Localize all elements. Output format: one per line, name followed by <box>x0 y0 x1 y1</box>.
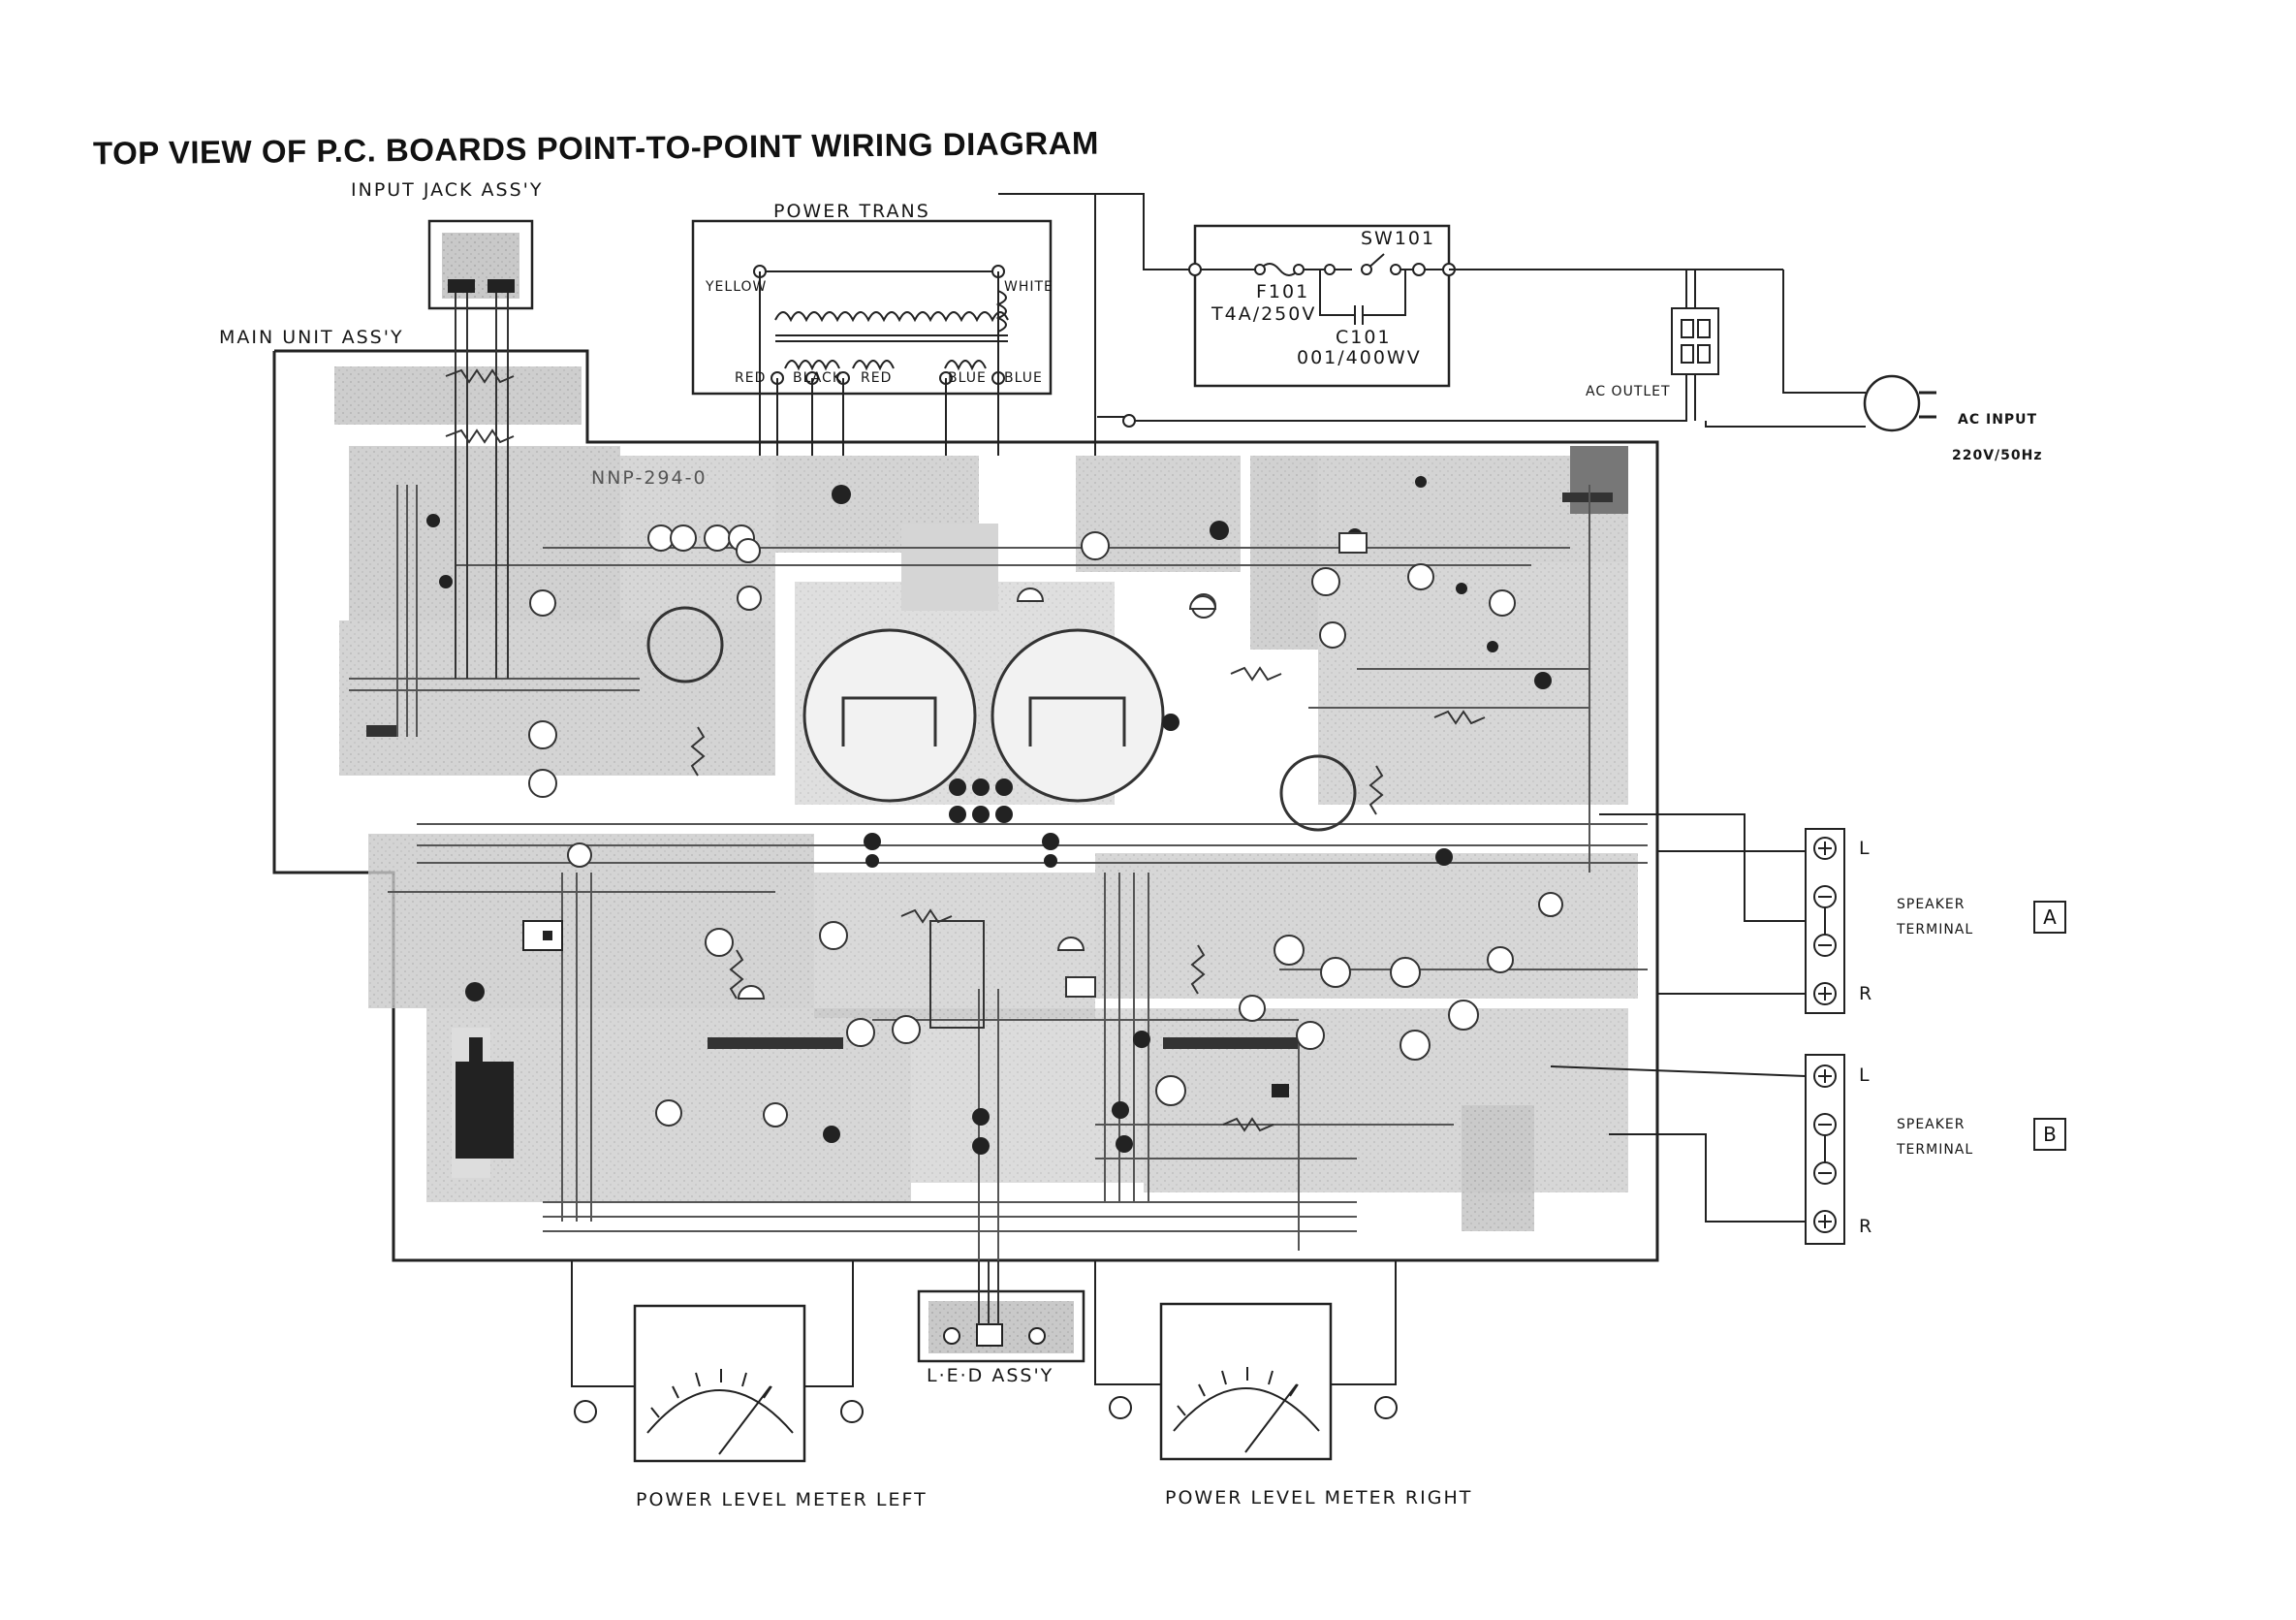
power-level-meter-right <box>1094 1260 1398 1461</box>
ac-outlet <box>1671 270 1719 421</box>
wire-yellow-label: YELLOW <box>706 279 768 295</box>
wire-white-label: WHITE <box>1004 279 1054 295</box>
speaker-terminal-a <box>1599 813 1845 1014</box>
board-id-label: NNP-294-0 <box>591 467 708 489</box>
fuse-rating-label: T4A/250V <box>1211 303 1317 325</box>
speaker-b-letter: B <box>2033 1118 2066 1151</box>
input-jack-label: INPUT JACK ASS'Y <box>351 179 544 201</box>
speaker-b-l-label: L <box>1859 1064 1871 1086</box>
speaker-b-r-label: R <box>1859 1216 1874 1237</box>
speaker-a-l-label: L <box>1859 838 1871 859</box>
power-level-meter-left <box>571 1260 864 1463</box>
wire-red-right-label: RED <box>861 370 893 386</box>
led-assembly <box>917 1260 1085 1363</box>
speaker-terminal-b <box>1550 1054 1845 1245</box>
wire-black-label: BLACK <box>793 370 843 386</box>
left-control-block <box>452 1028 514 1178</box>
fuse-f101-label: F101 <box>1256 281 1310 302</box>
wire-blue-left-label: BLUE <box>948 370 987 386</box>
ac-input-label: AC INPUT <box>1958 412 2038 428</box>
speaker-terminal-a-label: SPEAKER TERMINAL <box>1897 897 1974 937</box>
wire-blue-right-label: BLUE <box>1004 370 1043 386</box>
meter-right-label: POWER LEVEL METER RIGHT <box>1165 1487 1473 1509</box>
ac-outlet-label: AC OUTLET <box>1586 384 1671 399</box>
capacitor-c101-label: C101 <box>1336 327 1392 348</box>
speaker-terminal-b-label: SPEAKER TERMINAL <box>1897 1117 1974 1158</box>
main-unit-board <box>272 349 1659 1262</box>
input-jack-assembly <box>427 219 534 679</box>
power-transformer <box>691 193 1096 456</box>
meter-left-label: POWER LEVEL METER LEFT <box>636 1489 928 1510</box>
switch-sw101-label: SW101 <box>1361 228 1436 249</box>
wire-red-left-label: RED <box>735 370 767 386</box>
ac-plug <box>1863 374 1936 432</box>
ac-rating-label: 220V/50Hz <box>1952 448 2043 463</box>
speaker-a-letter: A <box>2033 901 2066 934</box>
main-unit-label: MAIN UNIT ASS'Y <box>219 327 404 348</box>
power-trans-label: POWER TRANS <box>773 201 930 222</box>
speaker-a-r-label: R <box>1859 983 1874 1004</box>
led-assy-label: L·E·D ASS'Y <box>927 1365 1054 1386</box>
capacitor-c101-rating-label: 001/400WV <box>1297 347 1422 368</box>
